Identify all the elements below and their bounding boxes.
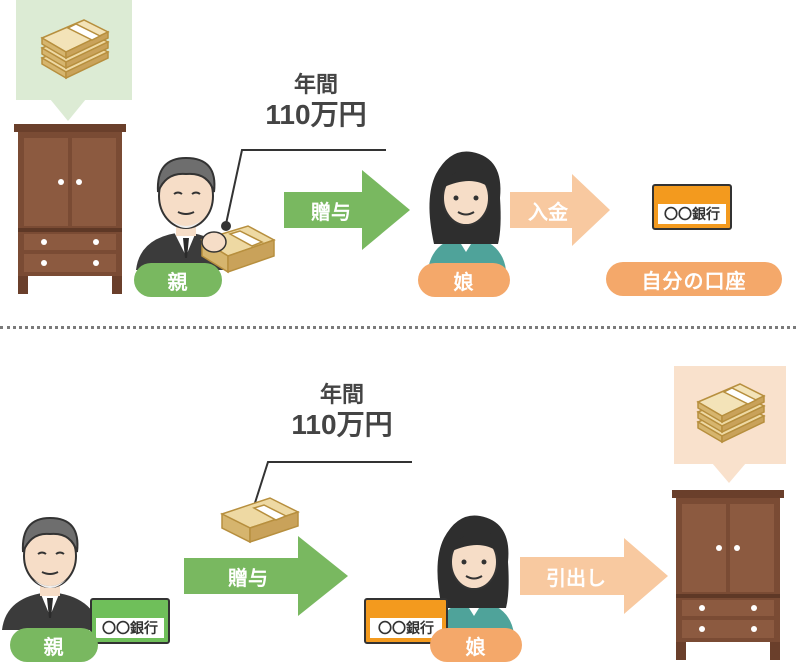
bank-book-icon: 〇〇銀行 [652, 184, 732, 230]
bank-name: 〇〇銀行 [378, 621, 434, 637]
gift-arrow [184, 536, 348, 616]
wardrobe-icon [672, 490, 784, 660]
bubble-pointer [712, 463, 746, 483]
gift-arrow-label: 贈与 [311, 199, 351, 224]
daughter-label: 娘 [430, 628, 522, 662]
amount-value: 110万円 [291, 409, 393, 441]
money-stack-icon [40, 19, 110, 80]
parent-label: 親 [10, 628, 98, 662]
deposit-arrow-label: 入金 [528, 199, 568, 224]
amount-value: 110万円 [265, 99, 367, 131]
wardrobe-icon [14, 124, 126, 294]
money-bundle-icon [200, 225, 276, 274]
daughter-label: 娘 [418, 263, 510, 297]
deposit-arrow [510, 174, 610, 246]
gift-arrow [284, 170, 410, 250]
amount-label-bottom: 年間 110万円 [282, 382, 402, 442]
amount-period: 年間 [319, 382, 364, 407]
daughter-avatar [428, 151, 506, 270]
money-bundle-icon [220, 497, 300, 544]
withdraw-arrow-label: 引出し [546, 565, 606, 590]
bank-book-icon: 〇〇銀行 [90, 598, 170, 644]
parent-avatar [2, 516, 100, 630]
gift-arrow-label: 贈与 [228, 565, 268, 590]
bubble-pointer [50, 99, 86, 121]
money-stack-icon [696, 383, 766, 444]
amount-leader-line [221, 149, 386, 231]
amount-label: 年間 110万円 [256, 72, 376, 132]
bank-name: 〇〇銀行 [102, 621, 158, 637]
section-divider [0, 326, 796, 329]
parent-label: 親 [134, 263, 222, 297]
bank-book-icon: 〇〇銀行 [364, 598, 448, 644]
withdraw-arrow [520, 538, 668, 614]
account-label: 自分の口座 [606, 262, 782, 296]
amount-period: 年間 [293, 72, 338, 97]
bank-name: 〇〇銀行 [664, 207, 720, 223]
daughter-avatar [436, 515, 514, 634]
